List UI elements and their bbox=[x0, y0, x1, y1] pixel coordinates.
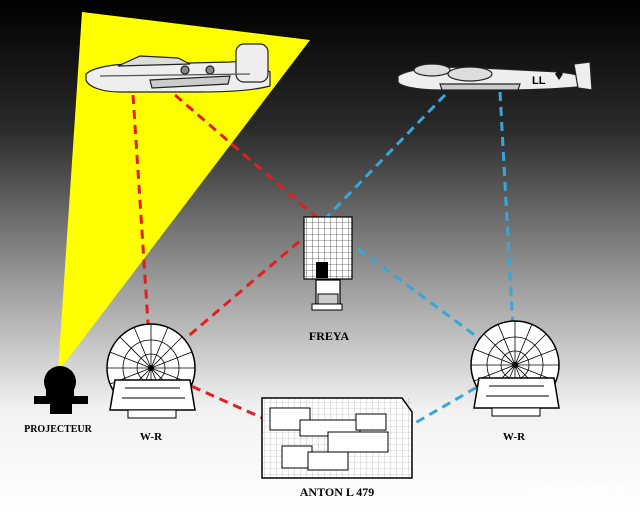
aircraft-marking: LL bbox=[532, 75, 546, 87]
line-wr-right-to-fighter bbox=[498, 91, 517, 366]
line-freya-to-bomber bbox=[174, 93, 323, 224]
bunker-icon bbox=[261, 397, 413, 479]
searchlight-beam bbox=[58, 12, 310, 372]
bomber-aircraft-icon bbox=[85, 43, 271, 93]
wr-right-label: W-R bbox=[503, 431, 526, 443]
radar-dish-icon bbox=[106, 323, 196, 419]
freya-radar-icon bbox=[303, 216, 353, 311]
projector-label: PROJECTEUR bbox=[24, 424, 93, 435]
freya-label: FREYA bbox=[309, 329, 350, 343]
line-wr-left-to-bomber bbox=[131, 94, 153, 369]
radar-dish-icon bbox=[470, 320, 560, 417]
anton-label: ANTON L 479 bbox=[300, 485, 374, 499]
searchlight-icon bbox=[34, 366, 88, 414]
fighter-aircraft-icon: LL bbox=[397, 61, 593, 91]
wr-left-label: W-R bbox=[140, 431, 163, 443]
watermark: 头条 @装备空间 bbox=[531, 485, 626, 501]
